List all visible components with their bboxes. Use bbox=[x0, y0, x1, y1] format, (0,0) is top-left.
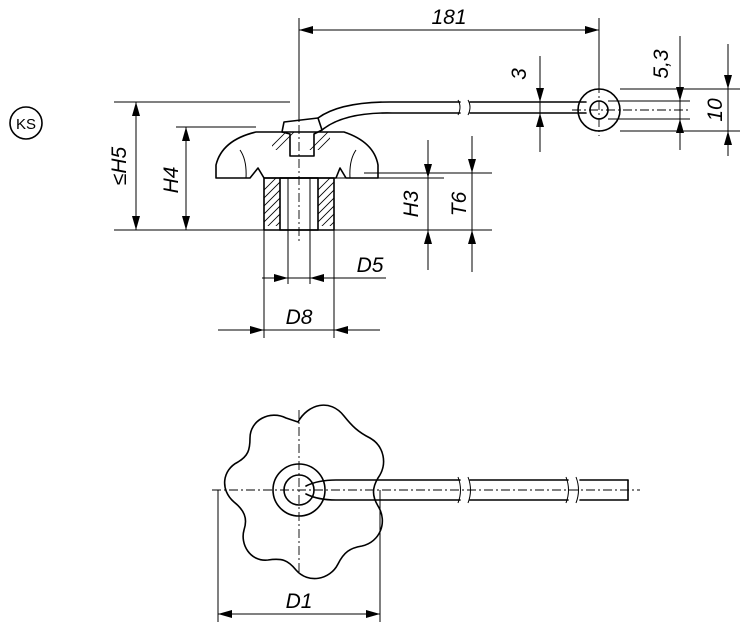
dim-d5-label: D5 bbox=[357, 254, 384, 277]
dimension-t6: T6 bbox=[364, 136, 492, 272]
dimension-10: 10 bbox=[620, 44, 740, 156]
wire-clip bbox=[281, 117, 323, 157]
top-cable-break-2 bbox=[565, 476, 579, 504]
badge-circle bbox=[9, 106, 43, 140]
cable-lower bbox=[321, 112, 587, 131]
ks-badge: KS bbox=[9, 106, 43, 140]
dimension-181: 181 bbox=[298, 6, 600, 122]
cable-break bbox=[457, 99, 471, 116]
hatch-top bbox=[272, 132, 330, 150]
dimension-d1: D1 bbox=[217, 490, 381, 622]
cable-upper bbox=[317, 101, 587, 119]
dim-d8-label: D8 bbox=[286, 306, 313, 329]
dim-3-label: 3 bbox=[508, 68, 531, 80]
star-knob-outline bbox=[223, 404, 385, 580]
knob-lobe-lines bbox=[239, 149, 357, 179]
dimension-3: 3 bbox=[508, 56, 550, 152]
dim-181-label: 181 bbox=[431, 6, 466, 29]
dim-5-3-label: 5,3 bbox=[650, 49, 673, 79]
dimension-h4: H4 bbox=[160, 126, 256, 230]
dim-h4-label: H4 bbox=[160, 167, 183, 194]
dimension-h3: H3 bbox=[334, 140, 444, 270]
top-cable-break-1 bbox=[457, 476, 471, 504]
hatch-right bbox=[318, 178, 334, 226]
hatch-left bbox=[264, 178, 280, 226]
dimension-h5: ≤H5 bbox=[108, 101, 290, 231]
dim-h5-label: ≤H5 bbox=[108, 146, 131, 185]
top-cable-lower bbox=[305, 493, 629, 501]
dimension-5-3: 5,3 bbox=[608, 36, 690, 150]
dim-10-label: 10 bbox=[704, 98, 727, 122]
dimension-d8: D8 bbox=[218, 230, 380, 338]
top-cable-upper bbox=[305, 479, 629, 487]
badge-label: KS bbox=[16, 116, 36, 133]
dim-t6-label: T6 bbox=[448, 191, 471, 216]
dim-d1-label: D1 bbox=[286, 590, 313, 613]
knob-head-outline bbox=[215, 131, 379, 179]
dim-h3-label: H3 bbox=[400, 190, 423, 217]
top-view bbox=[212, 404, 640, 580]
dimension-d5: D5 bbox=[262, 230, 386, 284]
side-view bbox=[215, 84, 690, 244]
